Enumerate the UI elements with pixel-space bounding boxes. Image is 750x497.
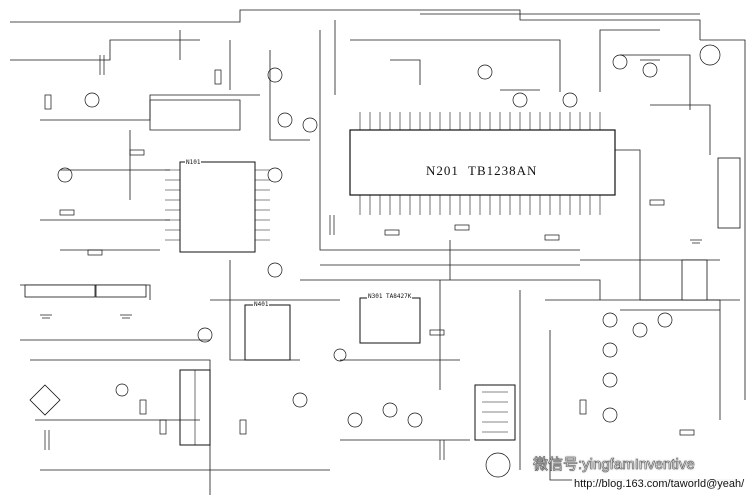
main-ic-reference: N201 (426, 163, 459, 178)
wechat-watermark: 微信号:yingfamInventive (533, 456, 695, 474)
blog-url-watermark: http://blog.163.com/taworld@yeah/ (572, 478, 747, 490)
main-ic-part-number: TB1238AN (468, 163, 538, 178)
n401-label: N401 (253, 301, 270, 308)
vertical-output-ic-label: N301 TA8427K (367, 293, 413, 300)
microcontroller-label: N101 (185, 159, 202, 166)
